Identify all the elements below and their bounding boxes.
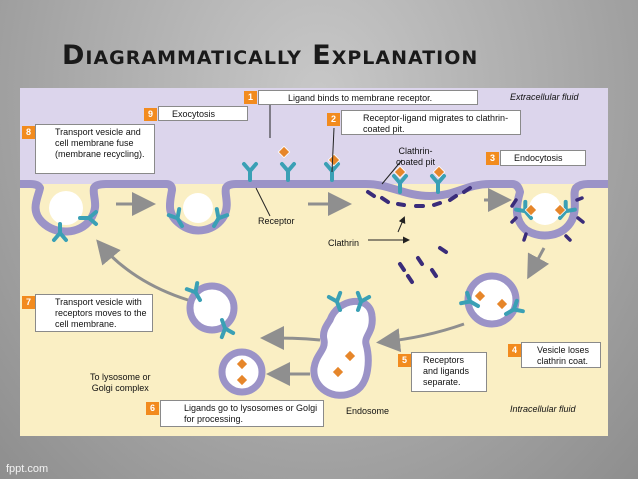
step-3-badge: 3 [486, 152, 499, 165]
step-4-badge: 4 [508, 344, 521, 357]
step-2-badge: 2 [327, 113, 340, 126]
lysosome-golgi-label: To lysosome or Golgi complex [90, 372, 151, 393]
intracellular-label: Intracellular fluid [510, 404, 576, 414]
step-3-callout: Endocytosis [500, 150, 586, 166]
step-7-callout: Transport vesicle with receptors moves t… [35, 294, 153, 332]
clathrin-label: Clathrin [328, 238, 360, 248]
pointer-pit [381, 159, 403, 185]
step-8-callout: Transport vesicle and cell membrane fuse… [35, 124, 155, 174]
step-9-callout: Exocytosis [158, 106, 248, 121]
endosome [310, 297, 376, 399]
step-5-callout: Receptors and ligands separate. [411, 352, 487, 392]
extracellular-label: Extracellular fluid [510, 92, 579, 102]
step-5-badge: 5 [398, 354, 411, 367]
footer-brand: fppt.com [6, 463, 49, 475]
receptor-label: Receptor [258, 216, 295, 226]
lysosome-vesicle [218, 348, 266, 396]
uncoated-vesicle [464, 272, 520, 328]
clathrin-coated-pit-label: Clathrin- coated pit [396, 146, 436, 167]
cell-membrane [20, 180, 608, 240]
free-clathrin [398, 246, 448, 284]
slide-title: Diagrammatically Explanation [62, 40, 479, 71]
step-6-callout: Ligands go to lysosomes or Golgi for pro… [160, 400, 324, 427]
step-4-callout: Vesicle loses clathrin coat. [521, 342, 601, 368]
step-6-badge: 6 [146, 402, 159, 415]
step-8-badge: 8 [22, 126, 35, 139]
step-2-callout: Receptor-ligand migrates to clathrin-coa… [341, 110, 521, 135]
step-1-callout: Ligand binds to membrane receptor. [258, 90, 478, 105]
pointer-receptor [255, 187, 271, 217]
receptor-mediated-endocytosis-diagram: Extracellular fluid Intracellular fluid … [20, 88, 608, 436]
step-9-badge: 9 [144, 108, 157, 121]
process-arrows [96, 188, 550, 386]
endosome-label: Endosome [346, 406, 390, 416]
step-1-badge: 1 [244, 91, 257, 104]
pointer-migrate [331, 127, 335, 173]
step-7-badge: 7 [22, 296, 35, 309]
clathrin-coat [366, 186, 472, 208]
